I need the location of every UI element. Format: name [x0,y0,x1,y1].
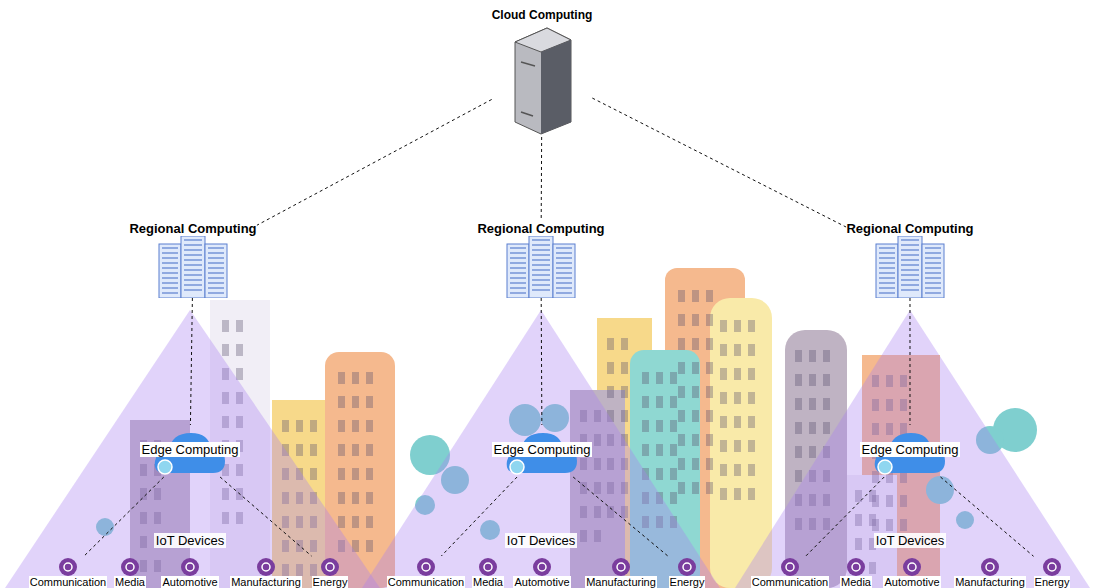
device-icon [845,556,867,576]
dev-node: Automotive [883,556,940,588]
node-label: Energy [312,576,349,588]
node-label: Manufacturing [954,576,1026,588]
datacenter-icon [874,236,946,298]
node-label: Communication [751,576,829,588]
group-label: IoT Devices [874,533,946,548]
node-label: Manufacturing [585,576,657,588]
node-label: Communication [387,576,465,588]
dev-node: Manufacturing [954,556,1026,588]
dashed-connector [541,137,542,221]
dashed-connector [592,98,846,227]
device-icon [255,556,277,576]
dev-node: Manufacturing [585,556,657,588]
device-icon [1041,556,1063,576]
node-label: Regional Computing [477,221,604,236]
node-label: Automotive [513,576,570,588]
device-icon [979,556,1001,576]
dev-node: Media [472,556,504,588]
coverage-triangles [5,310,1090,588]
device-icon [179,556,201,576]
dev-node: Communication [387,556,465,588]
device-icon [477,556,499,576]
dev-node: Energy [1034,556,1071,588]
dashed-connector [220,477,311,556]
node-label: Energy [1034,576,1071,588]
device-icon [901,556,923,576]
dev-node: Media [114,556,146,588]
node-label: Automotive [883,576,940,588]
group-label: IoT Devices [154,533,226,548]
node-label: Communication [29,576,107,588]
node-label: Media [840,576,872,588]
edge-node: Edge Computing [140,425,241,477]
dev-node: Communication [751,556,829,588]
dev-node: Automotive [161,556,218,588]
dev-node: Media [840,556,872,588]
device-icon [676,556,698,576]
device-icon [779,556,801,576]
node-label: Energy [669,576,706,588]
node-label: Cloud Computing [492,8,593,22]
node-label: Edge Computing [492,442,593,457]
node-label: Regional Computing [129,221,256,236]
dashed-connector [573,477,668,557]
node-label: Media [472,576,504,588]
edge-node: Edge Computing [860,425,961,477]
node-label: Edge Computing [140,442,241,457]
dev-node: Energy [312,556,349,588]
regional-node: Regional Computing [477,221,604,298]
group-label: IoT Devices [505,533,577,548]
dashed-connector [190,298,192,425]
device-icon [531,556,553,576]
dashed-connector [84,477,164,556]
dashed-connector [257,99,492,225]
regional-node: Regional Computing [129,221,256,298]
node-label: Edge Computing [860,442,961,457]
node-label: Automotive [161,576,218,588]
device-icon [119,556,141,576]
node-label: Manufacturing [230,576,302,588]
datacenter-icon [157,236,229,298]
regional-node: Regional Computing [846,221,973,298]
edge-node: Edge Computing [492,425,593,477]
cloud-node: Cloud Computing [492,8,593,137]
datacenter-icon [505,236,577,298]
device-icon [415,556,437,576]
node-label: Media [114,576,146,588]
device-icon [610,556,632,576]
dev-node: Automotive [513,556,570,588]
dashed-connector [541,298,543,425]
dashed-connector [941,477,1034,556]
device-icon [57,556,79,576]
server-icon [507,22,577,137]
dev-node: Energy [669,556,706,588]
dashed-connector [806,477,884,556]
dev-node: Manufacturing [230,556,302,588]
dev-node: Communication [29,556,107,588]
node-label: Regional Computing [846,221,973,236]
device-icon [319,556,341,576]
dashed-connector [909,298,910,425]
